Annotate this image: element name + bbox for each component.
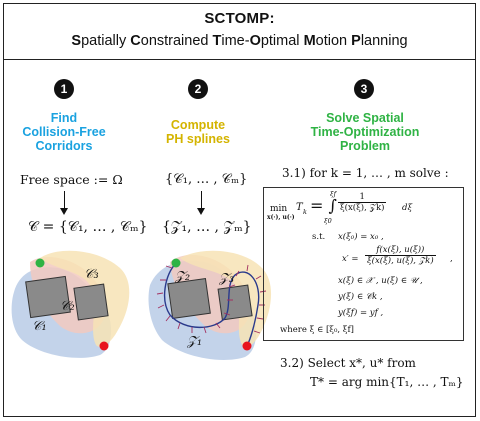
step-2-title-line2: PH splines bbox=[166, 132, 230, 146]
subtitle-part: otion bbox=[315, 33, 352, 49]
subtitle-part: onstrained bbox=[140, 33, 213, 49]
step-2-badge: 2 bbox=[188, 79, 208, 99]
constraint-admissible: x(ξ) ∈ 𝒳 , u(ξ) ∈ 𝒰 , bbox=[338, 276, 423, 286]
spline-set: {𝒵₁, … , 𝒵ₘ} bbox=[162, 219, 252, 235]
step-1-arrow bbox=[64, 191, 65, 210]
diagram-frame bbox=[3, 3, 476, 417]
spline-goal-point bbox=[242, 341, 252, 351]
step-3-badge: 3 bbox=[354, 79, 374, 99]
loop-statement: 3.1) for k = 1, … , m solve : bbox=[282, 166, 449, 180]
label-z1: 𝒵₁ bbox=[186, 334, 202, 349]
dynamics-comma: , bbox=[450, 254, 453, 264]
subtitle-part: O bbox=[249, 33, 261, 49]
spline-start-point bbox=[171, 258, 181, 268]
step-3-title-line3: Problem bbox=[339, 139, 390, 153]
argmin-equation: T* = arg min{T₁, … , Tₘ} bbox=[310, 375, 464, 389]
optimization-problem-box: min x(·), u(·) T k = ∫ ξf ξ0 1 ξ̇(x(ξ), … bbox=[263, 187, 464, 341]
subtitle-part: lanning bbox=[360, 33, 408, 49]
start-point bbox=[35, 258, 45, 268]
corridor-list: {𝒞₁, … , 𝒞ₘ} bbox=[165, 172, 248, 187]
step-1-title: Find Collision-Free Corridors bbox=[2, 111, 126, 153]
ph-spline-path bbox=[163, 262, 260, 347]
dynamics-fraction: f(x(ξ), u(ξ)) ξ̇(x(ξ), u(ξ), 𝒵k) bbox=[365, 245, 436, 266]
min-operator: min bbox=[270, 204, 288, 214]
step-3-title-line1: Solve Spatial bbox=[326, 111, 404, 125]
subtitle-part: patially bbox=[81, 33, 131, 49]
subtitle-part: ptimal bbox=[260, 33, 304, 49]
subtitle-part: S bbox=[71, 33, 82, 49]
constraint-corridor: y(ξ) ∈ 𝒞k , bbox=[338, 292, 383, 302]
step-1-title-line2: Collision-Free bbox=[22, 125, 106, 139]
constraint-terminal: y(ξf) = yf , bbox=[338, 308, 384, 318]
cost-fraction-numerator: 1 bbox=[338, 192, 387, 203]
subtitle-part: M bbox=[303, 33, 316, 49]
select-statement: 3.2) Select x*, u* from bbox=[280, 356, 416, 370]
constraint-dynamics-lhs: x′ = bbox=[342, 254, 359, 264]
label-c2: 𝒞₂ bbox=[60, 299, 75, 314]
cost-lhs: T bbox=[296, 202, 303, 213]
corridor-c3 bbox=[40, 250, 130, 347]
label-c3: 𝒞₃ bbox=[84, 267, 99, 282]
obstacle-2 bbox=[73, 283, 109, 321]
subtitle-part: P bbox=[351, 33, 361, 49]
step-2-title: Compute PH splines bbox=[136, 118, 260, 146]
integral-sign: = ∫ bbox=[310, 196, 337, 215]
step-2-arrow bbox=[201, 191, 202, 210]
cost-fraction-denominator: ξ̇(x(ξ), 𝒵k) bbox=[340, 203, 385, 213]
domain-where-clause: where ξ ∈ [ξ₀, ξf] bbox=[280, 325, 354, 335]
dynamics-numerator: f(x(ξ), u(ξ)) bbox=[365, 245, 436, 256]
integral-lower: ξ0 bbox=[324, 217, 332, 225]
integral-upper: ξf bbox=[330, 190, 336, 198]
step-3-title: Solve Spatial Time-Optimization Problem bbox=[300, 111, 430, 153]
step-2-title-line1: Compute bbox=[170, 118, 226, 132]
goal-point bbox=[99, 341, 109, 351]
subtitle-part: T bbox=[212, 33, 222, 49]
step-1-arrowhead bbox=[60, 208, 68, 215]
label-z2: 𝒵₂ bbox=[174, 269, 190, 284]
cost-subscript: k bbox=[303, 208, 307, 216]
step-2-arrowhead bbox=[197, 208, 205, 215]
header: SCTOMP: Spatially Constrained Time-Optim… bbox=[3, 3, 476, 60]
cost-fraction: 1 ξ̇(x(ξ), 𝒵k) bbox=[338, 192, 387, 213]
label-c1: 𝒞₁ bbox=[32, 319, 47, 334]
free-space-equation: Free space := Ω bbox=[20, 172, 123, 187]
label-z3: 𝒵₃ bbox=[218, 271, 234, 286]
subject-to-label: s.t. bbox=[312, 232, 326, 242]
obstacle-3 bbox=[167, 277, 211, 320]
subtitle-part: C bbox=[130, 33, 141, 49]
step-1-title-line3: Corridors bbox=[35, 139, 93, 153]
page-subtitle: Spatially Constrained Time-Optimal Motio… bbox=[3, 33, 476, 49]
page-title: SCTOMP: bbox=[204, 10, 275, 27]
step-1-title-line1: Find bbox=[50, 111, 78, 125]
subtitle-part: ime- bbox=[221, 33, 250, 49]
obstacle-4 bbox=[217, 284, 253, 321]
step-1-badge: 1 bbox=[54, 79, 74, 99]
dynamics-denominator: ξ̇(x(ξ), u(ξ), 𝒵k) bbox=[367, 256, 434, 266]
step-3-title-line2: Time-Optimization bbox=[310, 125, 420, 139]
integral-differential: dξ bbox=[402, 203, 413, 213]
obstacle-1 bbox=[25, 275, 71, 319]
corridor-set-equation: 𝒞 = {𝒞₁, … , 𝒞ₘ} bbox=[28, 219, 148, 235]
min-subscript: x(·), u(·) bbox=[267, 214, 295, 221]
constraint-initial: x(ξ₀) = x₀ , bbox=[338, 232, 384, 242]
spline-tick-marks bbox=[156, 264, 267, 334]
corridor-z-yellow bbox=[180, 250, 272, 347]
